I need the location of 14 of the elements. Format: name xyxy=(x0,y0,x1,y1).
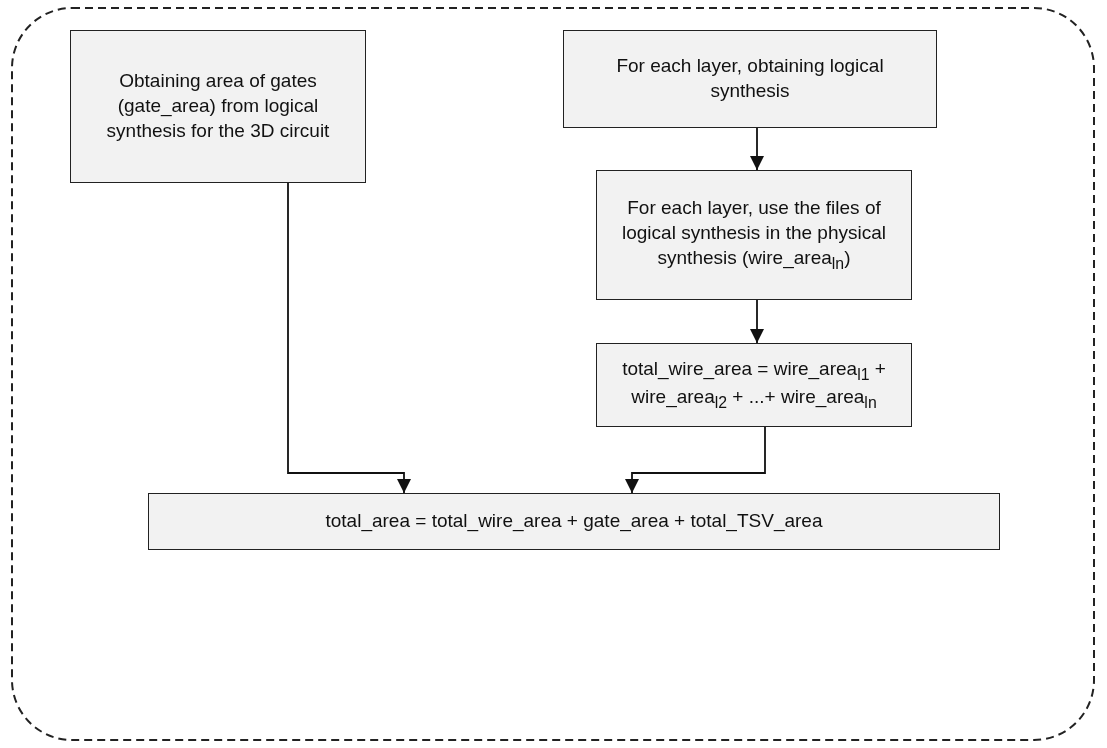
process-box xyxy=(563,30,937,128)
box-text: Obtaining area of gates (gate_area) from logical synthesis for the 3D circuit xyxy=(105,69,331,143)
process-box xyxy=(148,493,1000,550)
arrow xyxy=(287,182,412,494)
box-text: For each layer, obtaining logical synthesis xyxy=(615,54,885,103)
process-box xyxy=(70,30,366,183)
box-text: total_area = total_wire_area + gate_area + total_TSV_area xyxy=(325,509,823,534)
box-text: For each layer, use the files of logical synthesis in the physical synthesis (wire_area$_{ln}$) xyxy=(621,196,887,274)
arrow xyxy=(624,426,766,494)
arrow xyxy=(749,299,765,344)
process-box xyxy=(596,343,912,427)
box-text: total_wire_area = wire_area$_{l1}$ + wire_area$_{l2}$ + ...+ wire_area$_{ln}$ xyxy=(621,356,887,413)
process-box xyxy=(596,170,912,300)
arrow xyxy=(749,127,765,171)
